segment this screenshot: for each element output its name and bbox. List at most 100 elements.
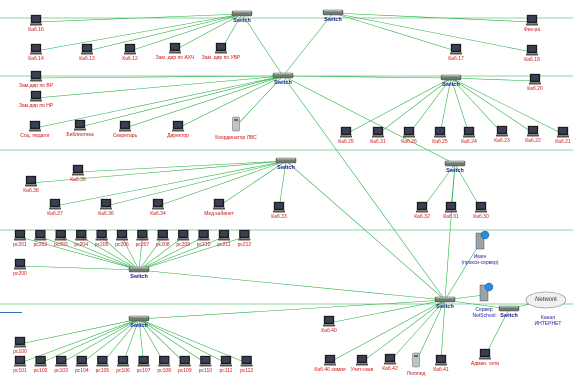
node-k25[interactable]: Каб.25: [338, 126, 354, 145]
node-fizra[interactable]: Физ-ра: [524, 14, 540, 33]
network-link: [450, 77, 536, 82]
node-k36[interactable]: Каб.36: [98, 198, 114, 217]
node-k14[interactable]: Каб.14: [28, 43, 44, 62]
switch-node[interactable]: Switch: [444, 160, 466, 174]
node-label: Каб.36: [98, 211, 114, 217]
network-link: [282, 75, 456, 165]
node-pc101[interactable]: pc101: [13, 355, 27, 374]
node-uchitelskaya[interactable]: Учит-ская: [351, 354, 374, 373]
node-zam_vr[interactable]: Зам.дир по ВР: [19, 70, 54, 89]
node-label: Библиотека: [66, 132, 93, 138]
node-label: pc210: [197, 242, 211, 248]
node-k37[interactable]: Каб.37: [47, 198, 63, 217]
node-cloud[interactable]: Network: [525, 291, 567, 309]
node-pc105[interactable]: pc105: [96, 355, 110, 374]
node-sekr[interactable]: Секретарь: [113, 120, 138, 139]
network-link: [138, 318, 185, 364]
node-pc103[interactable]: pc103: [54, 355, 68, 374]
node-k38[interactable]: Каб.38: [23, 175, 39, 194]
node-pc206[interactable]: pc206: [115, 229, 129, 248]
node-zam_nr[interactable]: Зам.дир по НР: [19, 90, 54, 109]
node-k26[interactable]: Каб.26: [401, 126, 417, 145]
node-k20[interactable]: Каб.20: [527, 73, 543, 92]
node-label: pc103: [54, 368, 68, 374]
node-k13[interactable]: Каб.13: [79, 43, 95, 62]
node-k22[interactable]: Каб.22: [525, 125, 541, 144]
network-link: [105, 160, 287, 207]
node-pc202[interactable]: pc202: [34, 229, 48, 248]
switch-node[interactable]: Switch: [434, 296, 456, 310]
node-k35[interactable]: Каб.35: [70, 164, 86, 183]
node-label: pc212: [238, 242, 252, 248]
node-k23[interactable]: Каб.23: [494, 125, 510, 144]
node-medk[interactable]: Мед.кабинет: [204, 198, 235, 217]
node-pc212[interactable]: pc212: [238, 229, 252, 248]
node-k41[interactable]: Каб.41: [433, 354, 449, 373]
node-k33[interactable]: Каб.33: [271, 201, 287, 220]
node-k18[interactable]: Каб.18: [524, 44, 540, 63]
node-pc211[interactable]: pc211: [217, 229, 231, 248]
node-pc209[interactable]: pc209: [176, 229, 190, 248]
node-pc204[interactable]: pc204: [74, 229, 88, 248]
node-dir[interactable]: Директор: [167, 120, 189, 139]
node-k12[interactable]: Каб.12: [122, 43, 138, 62]
node-k17[interactable]: Каб.17: [448, 43, 464, 62]
switch-node[interactable]: Switch: [275, 157, 297, 171]
network-link: [328, 299, 446, 324]
switch-node[interactable]: Switch: [498, 305, 520, 319]
node-pc111[interactable]: pc111: [220, 355, 233, 374]
node-k40[interactable]: Каб.40: [321, 315, 337, 334]
network-link: [19, 236, 140, 271]
node-zam_ahch[interactable]: Зам. дир по АХЧ: [156, 42, 195, 61]
node-k24[interactable]: Каб.24: [461, 126, 477, 145]
node-k31[interactable]: Каб.31: [443, 201, 459, 220]
node-koord[interactable]: Координатор ЛВС: [215, 116, 257, 141]
node-label: Каб.16: [28, 27, 44, 33]
switch-node[interactable]: Switch: [128, 266, 150, 280]
node-label: Координатор ЛВС: [215, 135, 257, 141]
node-pc200[interactable]: pc200: [13, 258, 27, 277]
node-k32[interactable]: Каб.32: [414, 201, 430, 220]
node-soc[interactable]: Соц. педагог: [20, 120, 50, 139]
switch-node[interactable]: Switch: [128, 315, 150, 329]
node-label: Каб.12: [122, 56, 138, 62]
node-label: Зам. дир по УВР: [202, 55, 241, 61]
node-k46[interactable]: Каб.46 химия: [314, 354, 346, 373]
node-pc106[interactable]: pc106: [116, 355, 130, 374]
node-zam_uvr[interactable]: Зам. дир по УВР: [202, 42, 241, 61]
node-bibl[interactable]: Библиотека: [66, 119, 94, 138]
node-k42[interactable]: Каб.42: [382, 353, 398, 372]
node-pc203[interactable]: pc203: [54, 229, 68, 248]
node-pc201[interactable]: pc201: [13, 229, 27, 248]
node-logoped[interactable]: Логопед: [407, 352, 426, 377]
node-label: Мед.кабинет: [204, 211, 234, 217]
node-pc109[interactable]: pc109: [178, 355, 192, 374]
node-pc104[interactable]: pc104: [75, 355, 89, 374]
node-k21[interactable]: Каб.21: [555, 126, 571, 145]
node-proxy[interactable]: Имен(прокси-сервер): [461, 230, 499, 266]
node-pc102[interactable]: pc102: [34, 355, 48, 374]
node-label: Логопед: [407, 371, 426, 377]
node-pc208[interactable]: pc208: [156, 229, 170, 248]
node-pc110[interactable]: pc110: [199, 355, 212, 374]
network-link: [282, 75, 452, 79]
switch-node[interactable]: Switch: [231, 10, 253, 24]
switch-node[interactable]: Switch: [322, 9, 344, 23]
node-admin[interactable]: Админ. сети: [471, 348, 499, 367]
node-pc108[interactable]: pc108: [157, 355, 171, 374]
node-k34[interactable]: Каб.34: [150, 198, 166, 217]
node-k16[interactable]: Каб.16: [28, 14, 44, 33]
node-pc100[interactable]: pc100: [13, 336, 27, 355]
node-k30[interactable]: Каб.30: [473, 201, 489, 220]
node-k25b[interactable]: Каб.25: [432, 126, 448, 145]
switch-node[interactable]: Switch: [272, 72, 294, 86]
node-pc205[interactable]: pc205: [95, 229, 109, 248]
node-pc107[interactable]: pc107: [137, 355, 151, 374]
node-pc210[interactable]: pc210: [197, 229, 211, 248]
node-pc112[interactable]: pc112: [240, 355, 253, 374]
node-k31a[interactable]: Каб.31: [370, 126, 386, 145]
switch-node[interactable]: Switch: [440, 74, 462, 88]
node-pc207[interactable]: pc207: [136, 229, 150, 248]
